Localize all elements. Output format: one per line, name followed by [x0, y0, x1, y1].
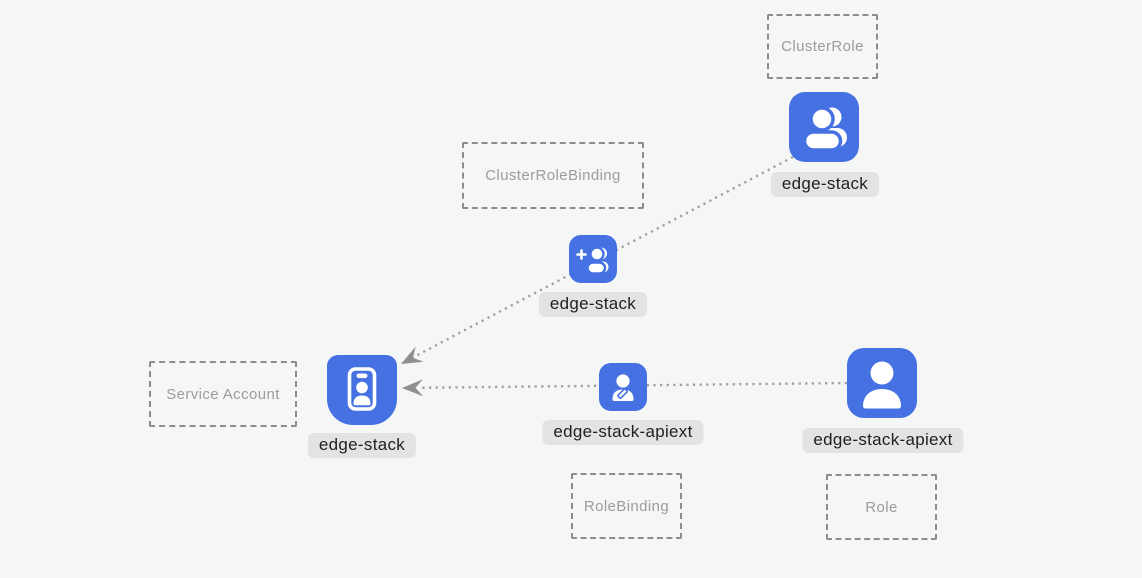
node-label-role: edge-stack-apiext: [802, 428, 964, 453]
node-rolebinding-edge-stack-apiext: [599, 363, 647, 411]
kind-box-service-account: Service Account: [149, 361, 297, 427]
kind-box-label: Service Account: [166, 385, 280, 403]
user-edit-icon: [599, 363, 647, 411]
node-serviceaccount-edge-stack: [327, 355, 397, 425]
arrowhead-icon: [401, 346, 424, 364]
kind-box-role-binding: RoleBinding: [571, 473, 682, 539]
id-badge-icon: [327, 355, 397, 425]
kind-box-label: Role: [865, 498, 898, 516]
node-label-serviceaccount: edge-stack: [307, 433, 417, 458]
users-icon: [789, 92, 859, 162]
user-plus-icon: [569, 235, 617, 283]
arrowhead-icon: [402, 379, 424, 397]
kind-box-label: ClusterRoleBinding: [485, 167, 621, 184]
node-label-clusterrole: edge-stack: [770, 172, 880, 197]
user-icon: [847, 348, 917, 418]
kind-box-cluster-role: ClusterRole: [767, 14, 878, 79]
node-label-rolebinding: edge-stack-apiext: [542, 420, 704, 445]
node-clusterrolebinding-edge-stack: [569, 235, 617, 283]
kind-box-cluster-role-binding: ClusterRoleBinding: [462, 142, 644, 209]
node-role-edge-stack-apiext: [847, 348, 917, 418]
node-label-clusterrolebinding: edge-stack: [538, 292, 648, 317]
node-clusterrole-edge-stack: [789, 92, 859, 162]
kind-box-role: Role: [826, 474, 937, 540]
kind-box-label: RoleBinding: [583, 497, 670, 515]
kind-box-label: ClusterRole: [781, 38, 864, 55]
